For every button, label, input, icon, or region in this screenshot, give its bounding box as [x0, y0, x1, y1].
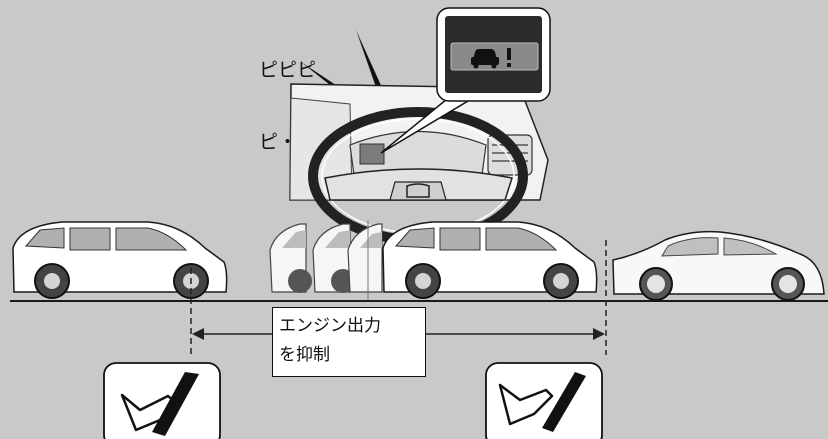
- indicator-callout: [380, 7, 551, 154]
- dashboard-indicator: [359, 143, 385, 165]
- accelerator-light-icon: [485, 362, 603, 439]
- vehicle-left: [12, 221, 228, 299]
- vehicle-ahead: [612, 230, 825, 301]
- dashboard-illustration: [289, 83, 549, 245]
- warning-sound-line1: ピピピ: [259, 59, 317, 81]
- engine-label-line1: エンジン出力: [279, 316, 381, 336]
- engine-label-line2: を抑制: [279, 345, 330, 365]
- car-warning-icon: [471, 48, 511, 69]
- engine-output-label: エンジン出力 を抑制: [272, 307, 426, 377]
- accelerator-pressed-icon: [103, 362, 221, 439]
- vehicle-motion-ghosts: [269, 220, 383, 300]
- vehicle-middle: [382, 221, 598, 299]
